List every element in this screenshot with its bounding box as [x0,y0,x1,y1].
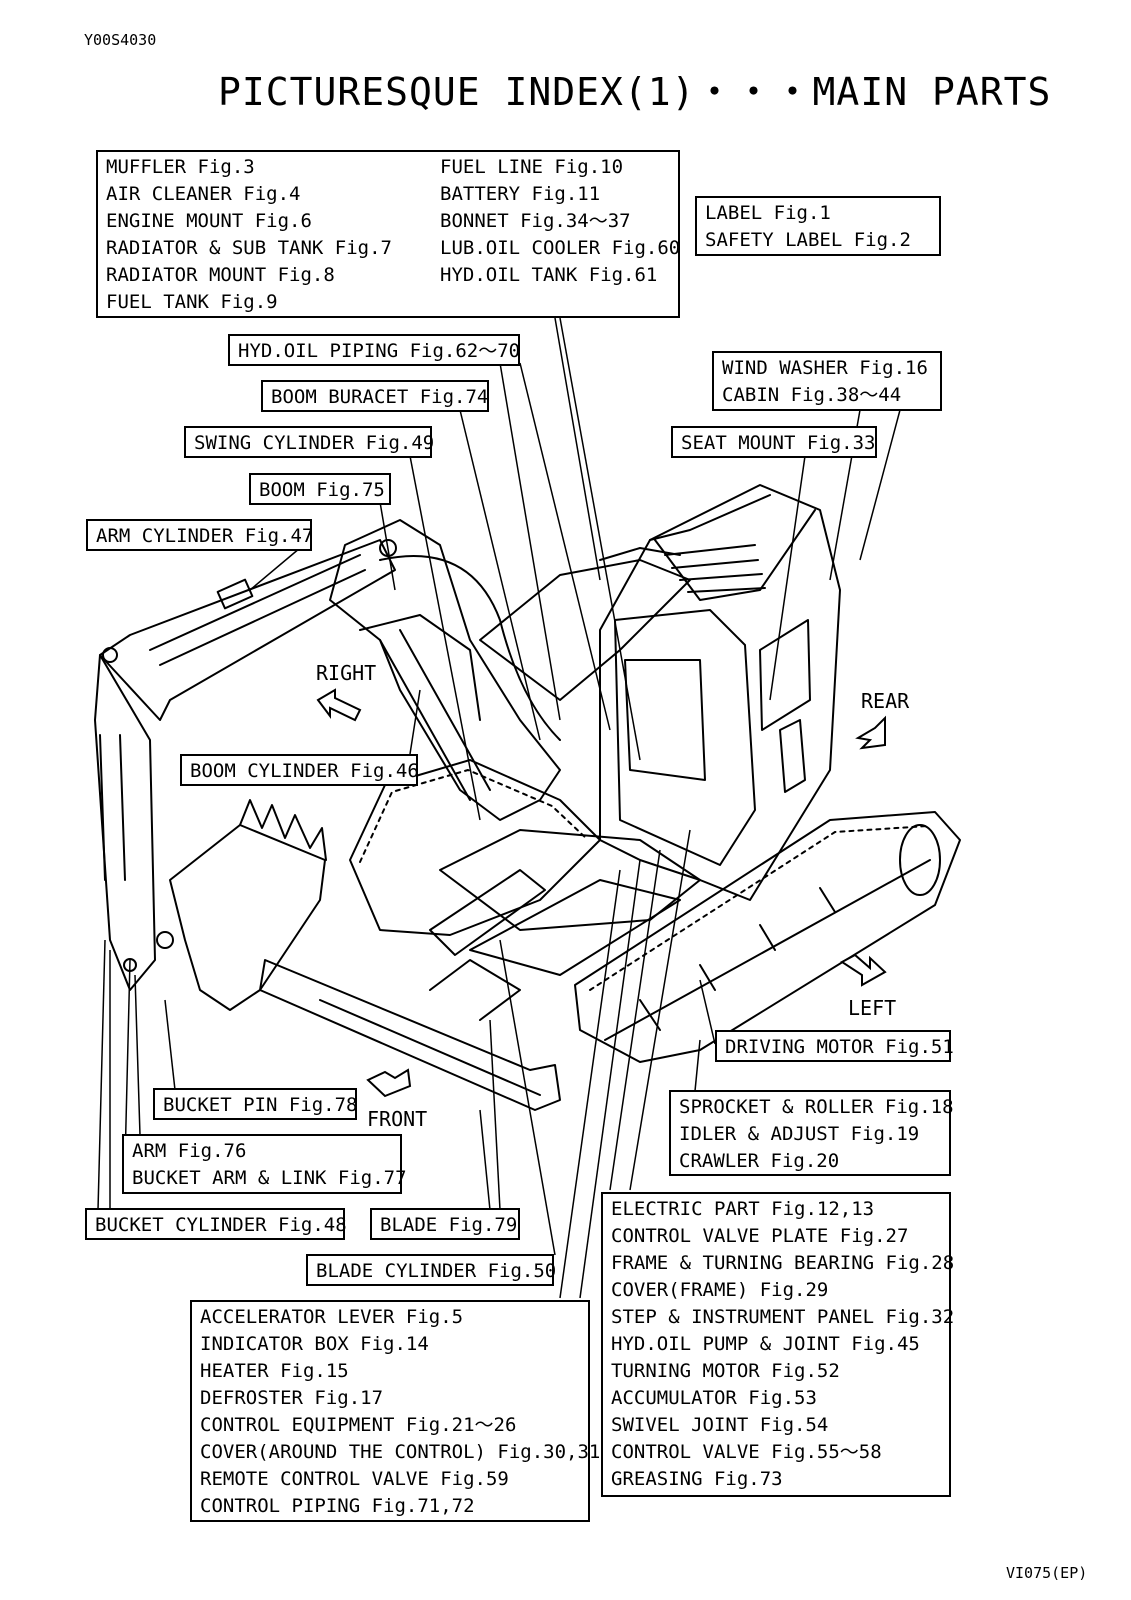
callout-cabin-group: WIND WASHER Fig.16 CABIN Fig.38～44 [712,351,942,411]
callout-control-group: ACCELERATOR LEVER Fig.5 INDICATOR BOX Fi… [190,1300,601,1522]
callout-line: FUEL LINE Fig.10 [440,156,624,178]
cabin [599,484,841,901]
hydraulic-hoses [379,555,561,741]
callout-line: FUEL TANK Fig.9 [106,291,278,313]
callout-line: CRAWLER Fig.20 [679,1150,840,1172]
callout-line: SPROCKET & ROLLER Fig.18 [679,1096,954,1118]
callout-line: COVER(FRAME) Fig.29 [611,1279,829,1301]
callout-line: BATTERY Fig.11 [440,183,601,205]
callout-boom-buracet: BOOM BURACET Fig.74 [261,380,489,412]
front-arrow-icon [366,1068,412,1098]
callout-bucket-cylinder: BUCKET CYLINDER Fig.48 [85,1208,347,1240]
callout-line: COVER(AROUND THE CONTROL) Fig.30,31 [200,1441,601,1463]
callout-line: WIND WASHER Fig.16 [722,357,928,379]
direction-arrows [316,688,887,1098]
callout-line: CONTROL VALVE Fig.55～58 [611,1441,882,1463]
callout-line: REMOTE CONTROL VALVE Fig.59 [200,1468,509,1490]
callout-line: DEFROSTER Fig.17 [200,1387,384,1409]
left-arrow-icon [840,953,887,987]
blade-cylinder-part [429,869,546,956]
callout-line: CONTROL PIPING Fig.71,72 [200,1495,475,1517]
callout-engine-group: MUFFLER Fig.3 AIR CLEANER Fig.4 ENGINE M… [96,150,680,318]
front-crawler-track [574,811,961,1063]
callout-blade-cylinder: BLADE CYLINDER Fig.50 [306,1254,556,1286]
callout-seat-mount: SEAT MOUNT Fig.33 [671,426,877,458]
callout-line: RADIATOR MOUNT Fig.8 [106,264,335,286]
callout-line: GREASING Fig.73 [611,1468,783,1490]
callout-line: LUB.OIL COOLER Fig.60 [440,237,681,259]
callout-line: ENGINE MOUNT Fig.6 [106,210,312,232]
callout-line: BUCKET ARM & LINK Fig.77 [132,1167,407,1189]
callout-hyd-oil-piping: HYD.OIL PIPING Fig.62～70 [228,334,520,366]
callout-line: INDICATOR BOX Fig.14 [200,1333,429,1355]
page-title: PICTURESQUE INDEX(1)・・・MAIN PARTS [218,70,1052,114]
rear-crawler-track [349,759,601,936]
callout-arm-cylinder: ARM CYLINDER Fig.47 [86,519,313,551]
callout-line: CABIN Fig.38～44 [722,384,902,406]
callout-line: ELECTRIC PART Fig.12,13 [611,1198,875,1220]
callout-line: LABEL Fig.1 [705,202,831,224]
direction-label-left: LEFT [848,996,897,1020]
callout-line: HEATER Fig.15 [200,1360,349,1382]
callout-line: SAFETY LABEL Fig.2 [705,229,911,251]
model-code: VI075(EP) [1006,1564,1088,1582]
right-arrow-icon [316,688,362,722]
callout-line: ACCUMULATOR Fig.53 [611,1387,817,1409]
callout-bucket-pin: BUCKET PIN Fig.78 [153,1088,357,1120]
callout-undercarriage-group: SPROCKET & ROLLER Fig.18 IDLER & ADJUST … [669,1090,954,1176]
callout-blade: BLADE Fig.79 [370,1208,520,1240]
direction-label-front: FRONT [367,1107,428,1131]
callout-line: SWIVEL JOINT Fig.54 [611,1414,829,1436]
lower-frame [439,829,701,976]
callout-frame-group: ELECTRIC PART Fig.12,13 CONTROL VALVE PL… [601,1192,955,1497]
callout-boom-cylinder: BOOM CYLINDER Fig.46 [180,754,419,786]
callout-line: STEP & INSTRUMENT PANEL Fig.32 [611,1306,955,1328]
document-id: Y00S4030 [84,31,157,49]
callout-line: FRAME & TURNING BEARING Fig.28 [611,1252,955,1274]
callout-line: CONTROL EQUIPMENT Fig.21～26 [200,1414,517,1436]
callout-line: ARM Fig.76 [132,1140,247,1162]
callout-swing-cylinder: SWING CYLINDER Fig.49 [184,426,434,458]
callout-line: BONNET Fig.34～37 [440,210,631,232]
direction-label-rear: REAR [861,689,910,713]
direction-label-right: RIGHT [316,661,377,685]
callout-line: ACCELERATOR LEVER Fig.5 [200,1306,464,1328]
callout-line: AIR CLEANER Fig.4 [106,183,301,205]
callout-line: HYD.OIL PUMP & JOINT Fig.45 [611,1333,920,1355]
callout-boom: BOOM Fig.75 [249,473,391,505]
callout-arm-group: ARM Fig.76 BUCKET ARM & LINK Fig.77 [122,1134,407,1194]
callout-line: MUFFLER Fig.3 [106,156,255,178]
callout-line: IDLER & ADJUST Fig.19 [679,1123,920,1145]
callout-driving-motor: DRIVING MOTOR Fig.51 [715,1030,954,1062]
callout-label-group: LABEL Fig.1 SAFETY LABEL Fig.2 [695,196,941,256]
leader-lines [97,317,901,1299]
callout-line: RADIATOR & SUB TANK Fig.7 [106,237,392,259]
callout-line: TURNING MOTOR Fig.52 [611,1360,840,1382]
callout-line: CONTROL VALVE PLATE Fig.27 [611,1225,909,1247]
rear-arrow-icon [855,715,886,750]
callout-line: HYD.OIL TANK Fig.61 [440,264,658,286]
